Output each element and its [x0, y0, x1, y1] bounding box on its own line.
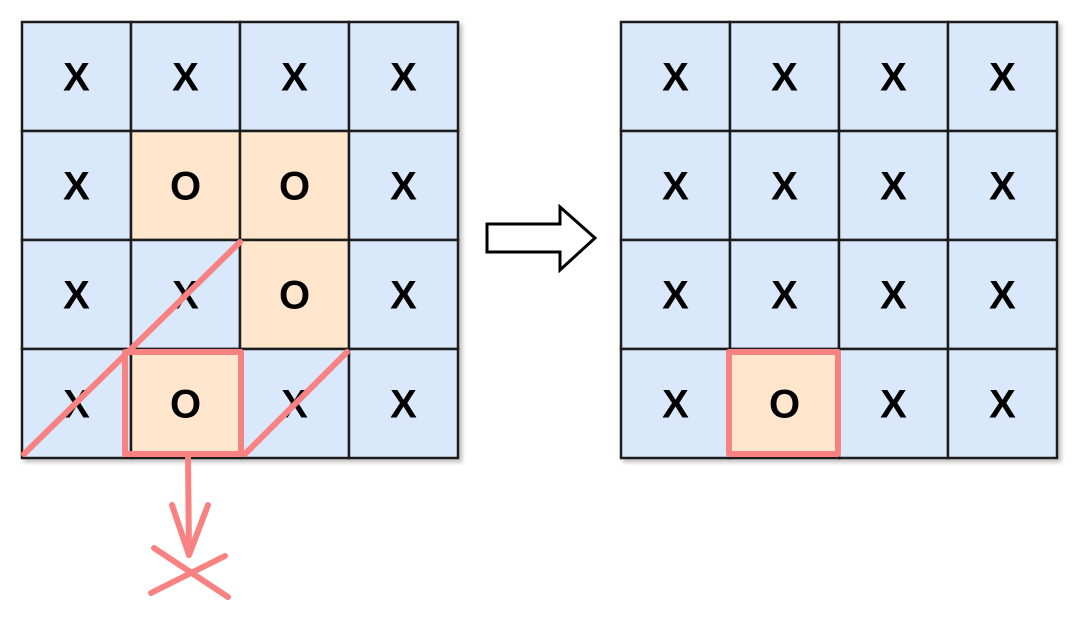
grid-cell: [347, 129, 460, 242]
cell-label: X: [390, 383, 417, 427]
grid-cell: [837, 20, 950, 133]
right-arrow-icon: [485, 203, 598, 274]
cell-label: X: [989, 274, 1016, 318]
grid-cell: [619, 20, 732, 133]
cell-label: X: [63, 274, 90, 318]
cell-label: X: [63, 56, 90, 100]
cell-label: X: [771, 165, 798, 209]
cell-label: O: [769, 383, 800, 427]
cell-label: X: [880, 274, 907, 318]
grid-cell: [619, 347, 732, 460]
cell-label: X: [390, 165, 417, 209]
grid-cell: [619, 129, 732, 242]
grid-cell: [837, 238, 950, 351]
cell-label: X: [989, 56, 1016, 100]
cell-label: X: [662, 56, 689, 100]
cell-label: X: [662, 383, 689, 427]
grid-cell: [20, 20, 133, 133]
cell-label: X: [662, 165, 689, 209]
cell-label: X: [880, 56, 907, 100]
grid-cell: [728, 20, 841, 133]
cell-label: X: [172, 56, 199, 100]
cell-label: X: [662, 274, 689, 318]
cell-label: X: [281, 56, 308, 100]
grid-cell: [20, 238, 133, 351]
diagonal-strike-2: [242, 349, 350, 457]
grid-cell: [946, 347, 1059, 460]
highlight-box-before: [122, 349, 244, 457]
cell-label: X: [771, 274, 798, 318]
cell-label: X: [390, 274, 417, 318]
cell-label: X: [880, 165, 907, 209]
cell-label: O: [279, 165, 310, 209]
grid-cell: [728, 347, 841, 460]
down-arrow-head: [169, 502, 211, 558]
grid-cell: [129, 20, 242, 133]
cell-label: O: [170, 165, 201, 209]
annotation-marks: [21, 239, 841, 600]
cell-label: X: [989, 383, 1016, 427]
grid-cell: [347, 347, 460, 460]
cross-mark-icon: [148, 545, 231, 600]
cell-label: O: [170, 383, 201, 427]
cell-label: O: [279, 274, 310, 318]
diagonal-strike-1: [21, 239, 243, 457]
grid-cell: [837, 129, 950, 242]
after-grid: X X X X X X X X X X X X X O X X: [619, 20, 1059, 460]
cell-label: X: [63, 165, 90, 209]
cell-label: X: [989, 165, 1016, 209]
cell-label: X: [771, 56, 798, 100]
grid-cell: [129, 347, 242, 460]
down-arrow-shaft: [185, 452, 192, 558]
highlight-box-after: [726, 349, 841, 457]
grid-cell: [347, 238, 460, 351]
cell-label: X: [880, 383, 907, 427]
cell-label: X: [390, 56, 417, 100]
grid-cell: [946, 238, 1059, 351]
